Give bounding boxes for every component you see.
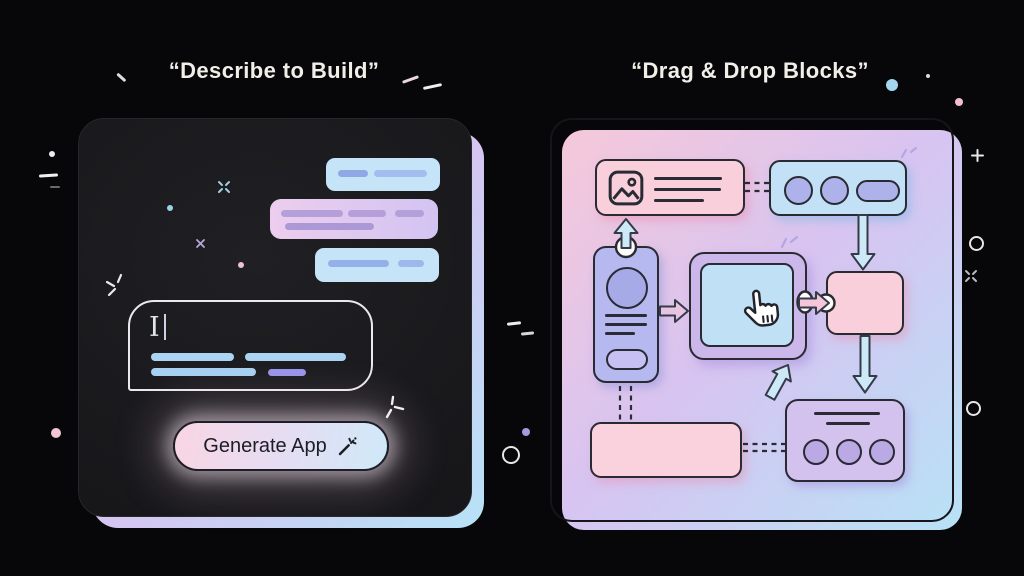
sparkle-icon	[218, 181, 230, 193]
empty-strip-block[interactable]	[590, 422, 742, 478]
canvas-inner	[700, 263, 794, 347]
dot-decoration	[49, 151, 55, 157]
text-line	[338, 170, 368, 177]
burst-icon	[105, 273, 123, 297]
text-line	[348, 210, 386, 217]
dash-decoration	[506, 321, 522, 326]
dot-decoration	[886, 79, 898, 91]
dash-decoration	[50, 186, 60, 188]
tick-decoration	[422, 83, 443, 90]
dash-decoration	[520, 331, 535, 336]
text-line	[151, 368, 256, 376]
text-line	[605, 314, 647, 317]
text-line	[245, 353, 346, 361]
ring-decoration	[502, 446, 520, 464]
text-line	[605, 332, 635, 335]
image-card-block[interactable]	[595, 159, 745, 216]
knob-circle	[784, 176, 813, 205]
image-icon	[608, 170, 644, 206]
right-title: “Drag & Drop Blocks”	[631, 58, 869, 83]
avatar-circle	[606, 267, 648, 309]
arrow-right	[659, 299, 689, 323]
generate-app-button[interactable]: Generate App	[173, 421, 389, 471]
ring-decoration	[966, 401, 981, 416]
x-sparkle-icon	[196, 239, 205, 248]
text-line	[281, 210, 343, 217]
plus-icon	[971, 149, 984, 162]
profile-card-block[interactable]	[593, 246, 659, 383]
arrow-down	[852, 335, 878, 394]
sparkle-icon	[780, 235, 799, 249]
describe-panel: I Generate App	[78, 118, 472, 517]
text-cursor: I	[149, 312, 166, 343]
builder-panel	[550, 118, 954, 522]
button-pill	[606, 349, 648, 370]
arrow-up	[613, 218, 639, 249]
text-line	[374, 170, 427, 177]
text-line	[151, 353, 234, 361]
text-line	[285, 223, 374, 230]
ring-decoration	[969, 236, 984, 251]
text-line	[328, 260, 389, 267]
dot-decoration	[238, 262, 244, 268]
dot-decoration	[955, 98, 963, 106]
chat-bubble-1	[326, 158, 440, 191]
knob-circle	[820, 176, 849, 205]
text-line	[814, 412, 880, 415]
dot-decoration	[522, 428, 530, 436]
chat-bubble-3	[315, 248, 439, 282]
text-line	[654, 188, 721, 191]
text-line	[398, 260, 424, 267]
magic-wand-icon	[338, 436, 357, 455]
dot-decoration	[51, 428, 61, 438]
option-circle	[803, 439, 829, 465]
toggle-pill	[856, 180, 900, 202]
summary-card-block[interactable]	[785, 399, 905, 482]
arrow-down	[850, 214, 876, 271]
chat-bubble-2	[270, 199, 438, 239]
text-line-highlight	[268, 369, 306, 376]
text-line	[826, 422, 870, 425]
prompt-input[interactable]: I	[128, 300, 373, 391]
dot-decoration	[926, 74, 930, 78]
text-line	[395, 210, 424, 217]
burst-icon	[385, 395, 405, 419]
caret	[163, 314, 166, 340]
text-line	[654, 177, 722, 180]
left-title: “Describe to Build”	[168, 58, 380, 83]
dot-decoration	[167, 205, 173, 211]
text-line	[605, 323, 647, 326]
generate-app-label: Generate App	[203, 434, 327, 457]
puzzle-piece-block[interactable]	[826, 271, 904, 335]
selected-canvas-block[interactable]	[689, 252, 807, 360]
sparkle-icon	[900, 146, 918, 159]
dash-decoration	[38, 173, 59, 178]
controls-bar-block[interactable]	[769, 160, 907, 216]
option-circle	[869, 439, 895, 465]
sparkle-icon	[965, 270, 977, 282]
text-line	[654, 199, 704, 202]
arrow-up-left	[764, 364, 792, 401]
option-circle	[836, 439, 862, 465]
